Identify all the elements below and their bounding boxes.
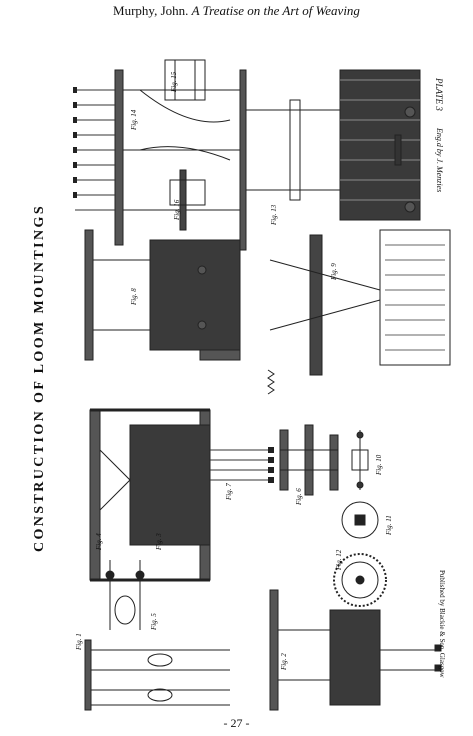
engraver-credit: Eng.d by J. Menzies (435, 128, 444, 193)
fig-label: Fig. 1 (75, 633, 83, 650)
figure-6 (279, 424, 339, 496)
page-header: Murphy, John. A Treatise on the Art of W… (0, 3, 473, 19)
author-name: Murphy, John. (113, 3, 189, 18)
fig-label: Fig. 3 (155, 533, 163, 550)
figure-1 (84, 639, 230, 711)
fig-label: Fig. 5 (150, 613, 158, 630)
page-number: - 27 - (223, 716, 250, 730)
plate-title: CONSTRUCTION OF LOOM MOUNTINGS (32, 203, 47, 552)
fig-label: Fig. 15 (170, 71, 178, 92)
plate-number: PLATE 3 (434, 78, 444, 111)
figure-12 (333, 553, 387, 607)
fig-label: Fig. 14 (130, 109, 138, 130)
figure-11 (341, 501, 379, 539)
figure-9 (267, 229, 451, 395)
fig-label: Fig. 12 (335, 549, 343, 570)
fig-label: Fig. 10 (375, 454, 383, 475)
figure-3 (89, 408, 274, 582)
figure-10 (351, 430, 369, 490)
fig-label: Fig. 11 (385, 515, 393, 535)
fig-label: Fig. 9 (330, 263, 338, 280)
fig-label: Fig. 6 (295, 488, 303, 505)
book-title: A Treatise on the Art of Weaving (191, 3, 360, 18)
fig-label: Fig. 7 (225, 483, 233, 500)
fig-label: Fig. 4 (95, 533, 103, 550)
figure-14 (73, 59, 245, 246)
engraved-plate: Fig. 15 Fig. 16 Fig. 14 Fig. 13 Fig. 8 F… (30, 30, 460, 714)
fig-label: Fig. 2 (280, 653, 288, 670)
plate-illustration (73, 59, 451, 711)
figure-8 (84, 229, 241, 361)
fig-label: Fig. 8 (130, 288, 138, 305)
figure-4-5 (105, 560, 145, 630)
figure-2 (269, 589, 442, 711)
publisher-credit: Published by Blackie & Son, Glasgow (438, 570, 446, 678)
fig-label: Fig. 13 (270, 204, 278, 225)
figure-18 (239, 69, 421, 251)
fig-label: Fig. 16 (173, 199, 181, 220)
